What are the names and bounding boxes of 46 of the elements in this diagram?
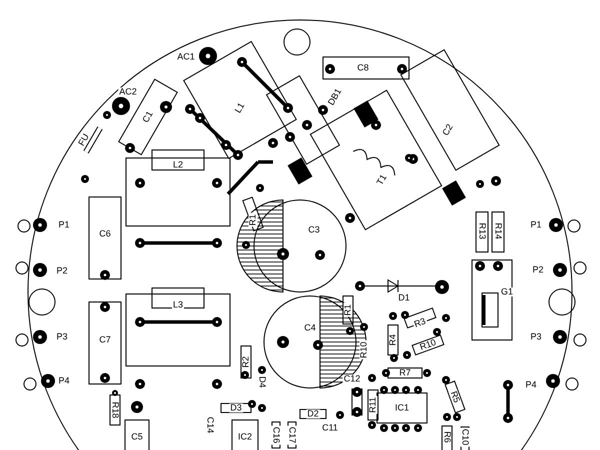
component-designator: P1 — [58, 220, 70, 230]
component-designator: C17 — [288, 426, 296, 444]
component-designator: L2 — [172, 160, 184, 170]
component-designator: C11 — [321, 424, 339, 432]
component-designator: C12 — [342, 374, 362, 384]
component-designator: P4 — [58, 376, 70, 386]
component-designator: D4 — [258, 375, 266, 389]
component-designator: R1 — [248, 213, 258, 227]
component-designator: P1 — [530, 220, 542, 230]
component-designator: C10 — [460, 428, 470, 446]
component-designator: R4 — [388, 333, 398, 347]
component-designator: D2 — [306, 410, 320, 418]
component-designator: R10 — [418, 338, 438, 352]
component-designator: AC1 — [176, 52, 196, 62]
component-designator: R11 — [368, 396, 378, 414]
component-designator: C14 — [206, 416, 214, 434]
component-designator: R3 — [412, 316, 428, 330]
component-designator: R6 — [442, 430, 452, 444]
component-designator: IC1 — [394, 404, 410, 412]
component-designator: P2 — [532, 266, 544, 274]
component-designator: R18 — [110, 400, 120, 420]
component-designator: C8 — [356, 64, 370, 72]
component-designator: R5 — [448, 389, 462, 405]
component-designator: R7 — [398, 368, 412, 378]
component-designator: G1 — [500, 288, 514, 296]
component-designator: R13 — [478, 222, 486, 240]
component-designator: C7 — [98, 336, 112, 344]
component-designator: L1 — [233, 100, 247, 116]
component-designator: D1 — [397, 294, 411, 302]
component-designator: R14 — [494, 222, 502, 240]
component-designator: L3 — [172, 300, 184, 310]
component-designator: IC2 — [237, 432, 253, 442]
component-designator: P2 — [56, 266, 68, 276]
component-designator: R2 — [242, 355, 250, 369]
component-designator: AC2 — [118, 88, 138, 96]
component-designator: P3 — [56, 332, 68, 342]
component-designator: R1 — [344, 303, 352, 317]
component-designator: C16 — [272, 426, 280, 444]
component-designator: P4 — [524, 380, 538, 390]
component-designator: C4 — [303, 324, 317, 332]
component-designator: C3 — [307, 226, 321, 234]
component-designator: C6 — [98, 230, 112, 238]
component-designator: D3 — [229, 404, 243, 412]
component-designator: P3 — [530, 332, 542, 342]
component-designator: C5 — [130, 432, 144, 442]
component-designator: R10 — [360, 340, 368, 360]
